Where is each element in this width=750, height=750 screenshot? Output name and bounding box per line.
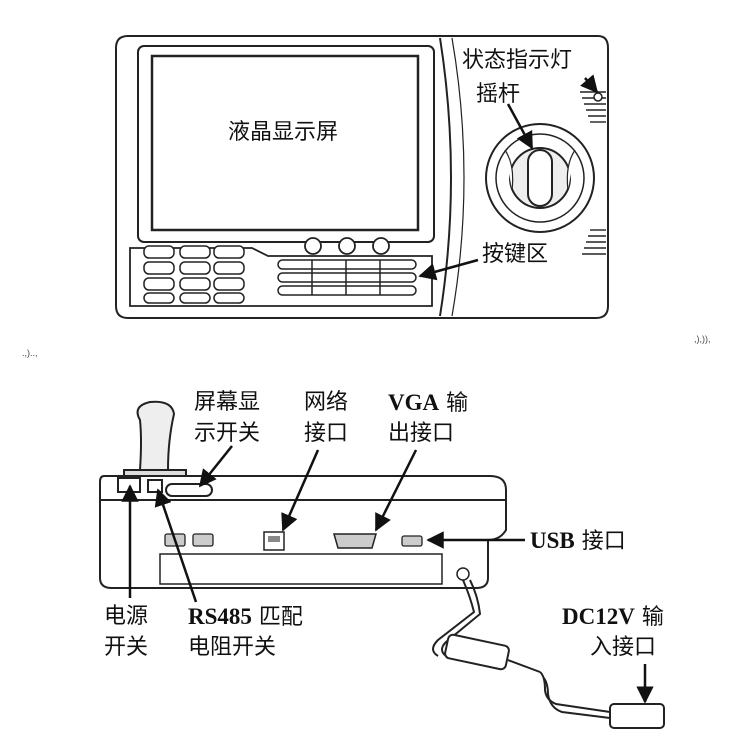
status-light-arrow <box>580 74 599 94</box>
svg-text:.,)..,: .,).., <box>22 348 38 358</box>
svg-text:,),)),: ,),)), <box>694 334 711 344</box>
keypad-label: 按键区 <box>482 242 549 267</box>
vga-arrow <box>374 449 418 532</box>
rs485-arrow <box>154 488 198 603</box>
screen-switch-arrow <box>198 445 233 488</box>
rs485-switch <box>147 479 163 493</box>
vga-label: VGA 输 出接口 <box>388 390 469 446</box>
left-keypad-buttons <box>143 245 245 304</box>
rs485-label: RS485 匹配 电阻开关 <box>188 604 303 660</box>
vga-port <box>333 533 377 549</box>
rear-device <box>99 400 507 589</box>
screen-switch-label: 屏幕显 示开关 <box>194 390 261 446</box>
right-key-bars <box>277 259 417 296</box>
screen-switch <box>165 483 213 497</box>
screen-label: 液晶显示屏 <box>228 120 339 145</box>
keypad-arrow <box>418 258 479 281</box>
joystick-assembly <box>485 123 595 233</box>
network-port-label: 网络 接口 <box>304 390 349 446</box>
network-arrow <box>281 449 320 532</box>
power-switch-label: 电源 开关 <box>104 604 149 660</box>
round-buttons <box>304 237 390 255</box>
dc-cable <box>432 579 665 729</box>
rear-joystick <box>134 400 176 481</box>
dc-label: DC12V 输 入接口 <box>562 604 664 660</box>
usb-port <box>401 535 423 547</box>
usb-label: USB 接口 <box>530 528 626 554</box>
status-light <box>593 92 603 102</box>
joystick-arrow <box>506 103 534 150</box>
joystick-label: 摇杆 <box>476 82 521 107</box>
status-light-label: 状态指示灯 <box>462 48 573 73</box>
